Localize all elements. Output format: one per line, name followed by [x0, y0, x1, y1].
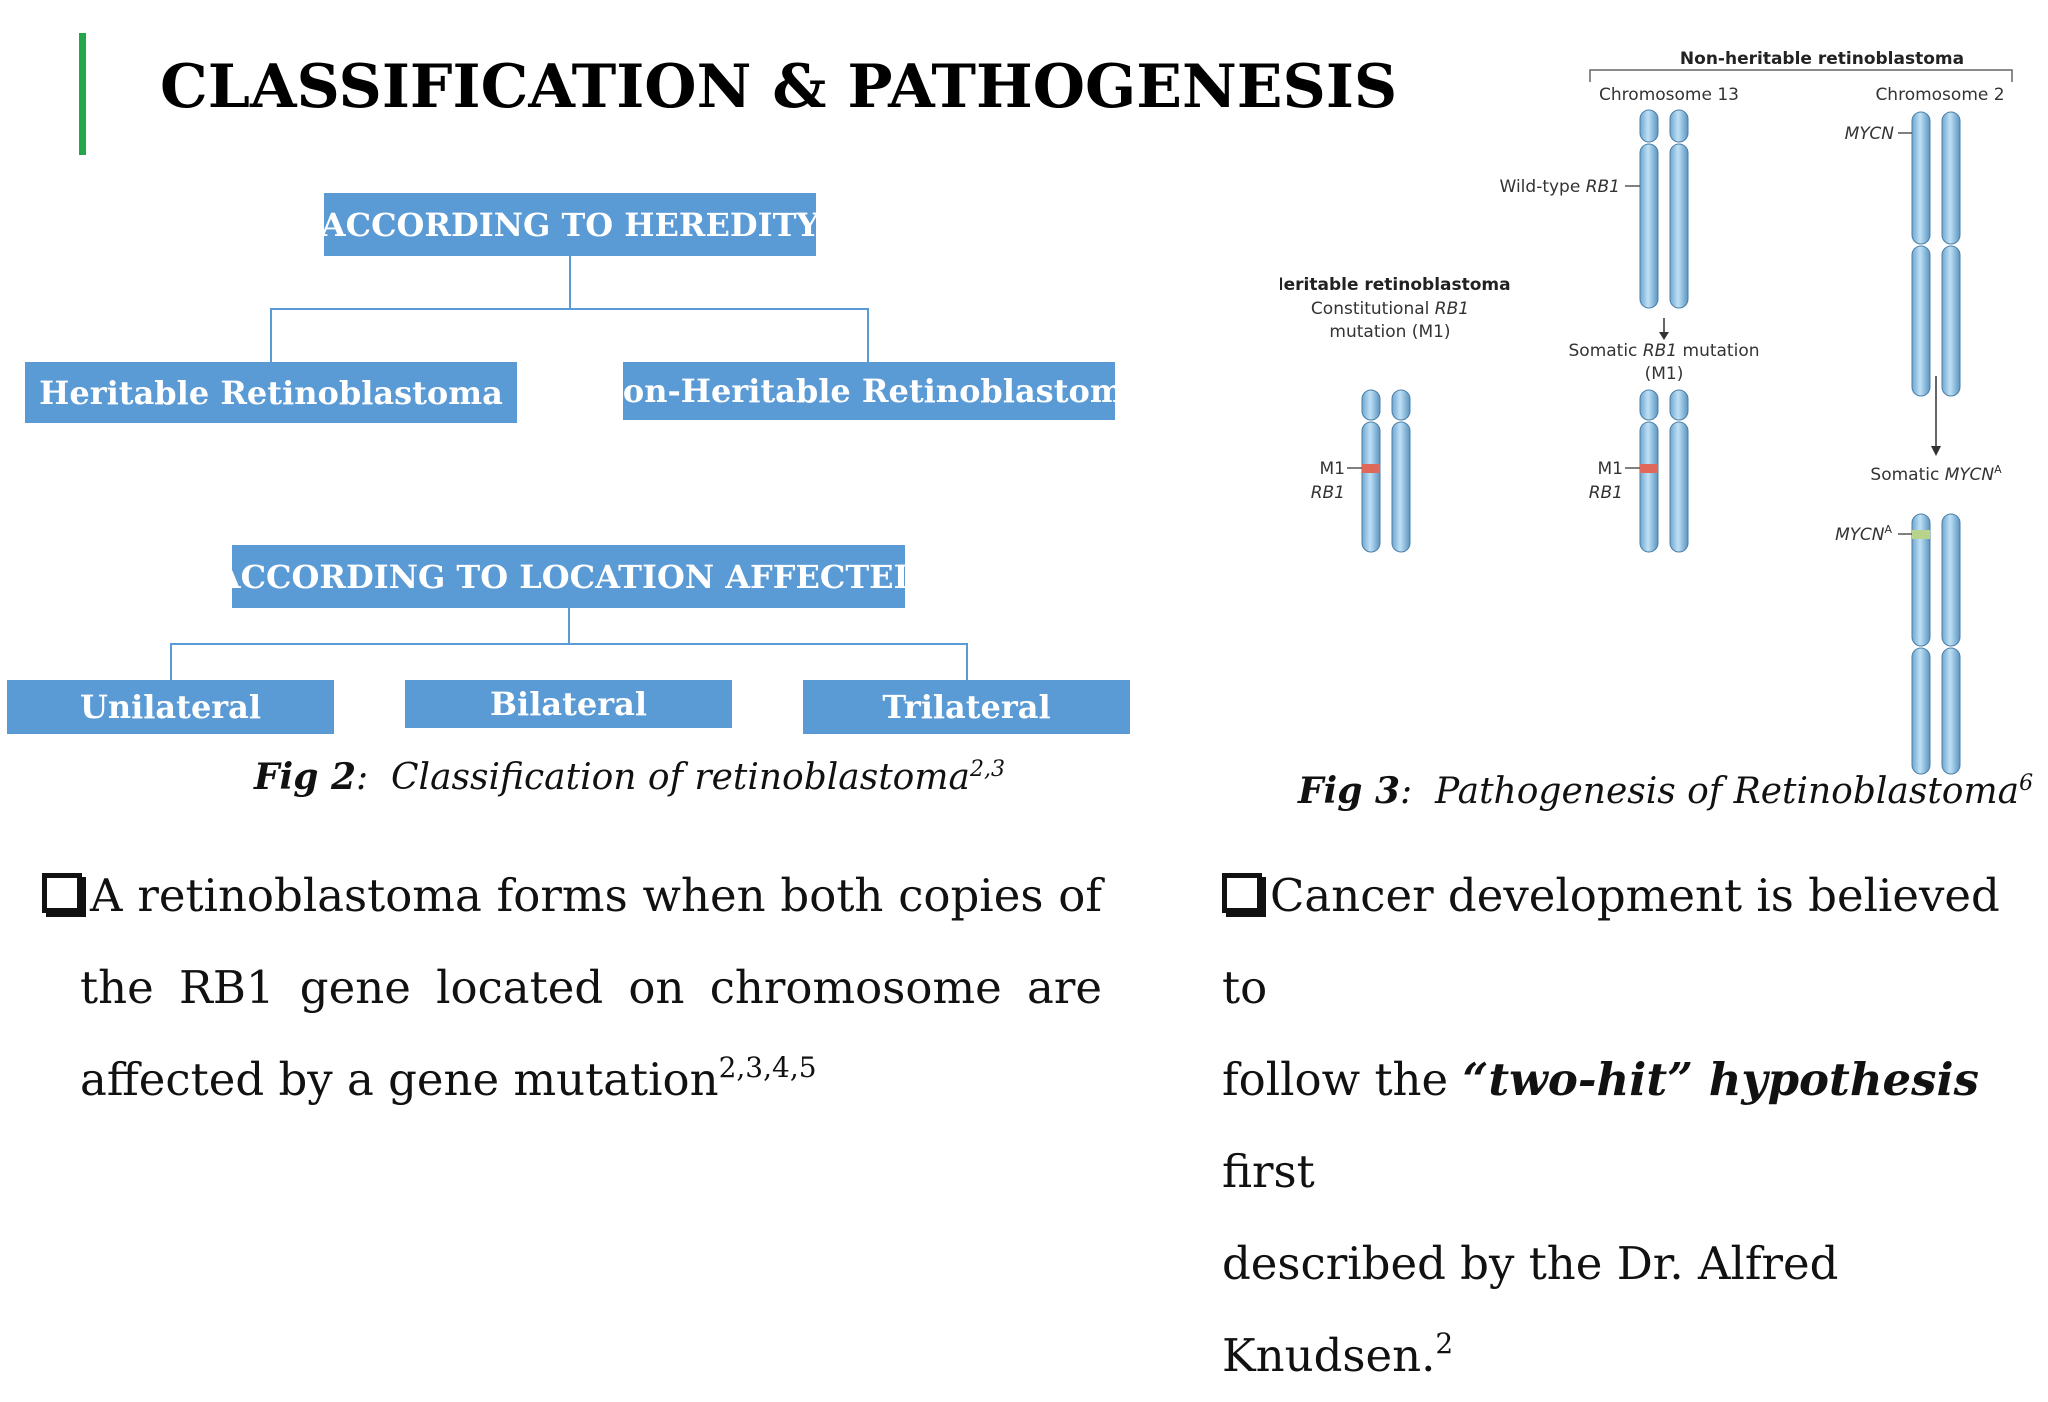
- chromosome-2-amplified-pair: [1911, 513, 1961, 775]
- checkbox-bullet-icon: [1222, 873, 1262, 913]
- two-hit-hypothesis: “two-hit” hypothesis: [1462, 1053, 1979, 1106]
- connector: [270, 308, 272, 362]
- mutation-m1-label: mutation (M1): [1329, 322, 1450, 342]
- heritable-title: Heritable retinoblastoma: [1280, 275, 1511, 295]
- pathogenesis-diagram: Non-heritable retinoblastoma Chromosome …: [1280, 49, 2013, 775]
- location-header-text: ACCORDING TO LOCATION AFFECTED: [215, 557, 922, 596]
- chr13-label: Chromosome 13: [1599, 85, 1739, 105]
- unilateral-text: Unilateral: [79, 688, 262, 726]
- heritable-box: Heritable Retinoblastoma: [25, 362, 517, 423]
- connector: [568, 608, 570, 644]
- somatic-mycn-label: Somatic MYCNA: [1870, 463, 2002, 485]
- location-header-box: ACCORDING TO LOCATION AFFECTED: [216, 545, 921, 608]
- left-refs: 2,3,4,5: [718, 1051, 817, 1084]
- right-line1-text: Cancer development is believed to: [1222, 869, 2000, 1014]
- somatic-rb1-label: Somatic RB1 mutation: [1569, 341, 1760, 361]
- fig3-caption: Fig 3: Pathogenesis of Retinoblastoma6: [1298, 770, 2034, 812]
- heredity-header-box: ACCORDING TO HEREDITY: [320, 193, 820, 256]
- heritable-chromosome-pair: [1361, 389, 1411, 553]
- fig3-text: Pathogenesis of Retinoblastoma: [1435, 771, 2020, 812]
- checkbox-bullet-icon: [42, 873, 82, 913]
- right-line3-text: described by the Dr. Alfred Knudsen.: [1222, 1237, 1839, 1382]
- right-para-line3: described by the Dr. Alfred Knudsen.2: [1222, 1218, 2022, 1402]
- trilateral-text: Trilateral: [882, 688, 1051, 726]
- bilateral-box: Bilateral: [405, 680, 732, 728]
- heritable-text: Heritable Retinoblastoma: [39, 373, 503, 412]
- rb1-label-heritable: RB1: [1311, 483, 1345, 503]
- m1-label-heritable: M1: [1320, 459, 1345, 479]
- fig2-caption: Fig 2: Classification of retinoblastoma2…: [254, 756, 1005, 798]
- trilateral-box: Trilateral: [803, 680, 1130, 734]
- nonheritable-bracket: [1589, 69, 2013, 82]
- connector: [170, 643, 968, 645]
- nonheritable-title: Non-heritable retinoblastoma: [1680, 49, 1964, 69]
- slide-title: CLASSIFICATION & PATHOGENESIS: [160, 52, 1398, 122]
- connector: [170, 643, 172, 680]
- accent-bar: [79, 33, 86, 155]
- chromosome-13-wildtype-pair: [1639, 109, 1689, 309]
- left-paragraph: A retinoblastoma forms when both copies …: [42, 850, 1102, 1126]
- left-para-line1: A retinoblastoma forms when both copies …: [42, 850, 1102, 942]
- left-para-line3: affected by a gene mutation2,3,4,5: [42, 1034, 1102, 1126]
- m1-label-somatic: M1: [1598, 459, 1623, 479]
- bilateral-text: Bilateral: [490, 685, 647, 723]
- chr2-label: Chromosome 2: [1875, 85, 2004, 105]
- rb1-label-somatic: RB1: [1589, 483, 1623, 503]
- left-line1-text: A retinoblastoma forms when both copies …: [90, 869, 1102, 922]
- right-para-line1: Cancer development is believed to: [1222, 850, 2022, 1034]
- chromosome-13-somatic-pair: [1639, 389, 1689, 553]
- unilateral-box: Unilateral: [7, 680, 334, 734]
- fig2-label: Fig 2: [254, 756, 356, 798]
- fig2-refs: 2,3: [969, 757, 1005, 782]
- somatic-m1-label: (M1): [1645, 364, 1684, 384]
- non-heritable-text: Non-Heritable Retinoblastoma: [593, 372, 1145, 410]
- mycn-a-label: MYCNA: [1835, 523, 1892, 545]
- non-heritable-box: Non-Heritable Retinoblastoma: [594, 362, 1144, 420]
- left-para-line2: the RB1 gene located on chromosome are: [42, 942, 1102, 1034]
- constitutional-label: Constitutional RB1: [1311, 299, 1469, 319]
- connector: [569, 256, 571, 309]
- chromosome-2-pair: [1911, 111, 1961, 397]
- connector: [867, 308, 869, 362]
- mycn-label: MYCN: [1845, 124, 1895, 144]
- fig3-label: Fig 3: [1298, 770, 1400, 812]
- wildtype-rb1-label: Wild-type RB1: [1500, 177, 1620, 197]
- right-para-line2: follow the “two-hit” hypothesis first: [1222, 1034, 2022, 1218]
- fig3-refs: 6: [2019, 771, 2034, 796]
- heredity-header-text: ACCORDING TO HEREDITY: [320, 205, 820, 244]
- connector: [966, 643, 968, 680]
- connector: [270, 308, 869, 310]
- right-paragraph: Cancer development is believed to follow…: [1222, 850, 2022, 1402]
- right-line2-post: first: [1222, 1145, 1315, 1198]
- right-refs: 2: [1435, 1327, 1454, 1360]
- left-line2-text: the RB1 gene located on chromosome are: [80, 961, 1102, 1014]
- left-line3-text: affected by a gene mutation: [80, 1053, 719, 1106]
- right-line2-pre: follow the: [1222, 1053, 1463, 1106]
- fig2-text: Classification of retinoblastoma: [391, 757, 970, 798]
